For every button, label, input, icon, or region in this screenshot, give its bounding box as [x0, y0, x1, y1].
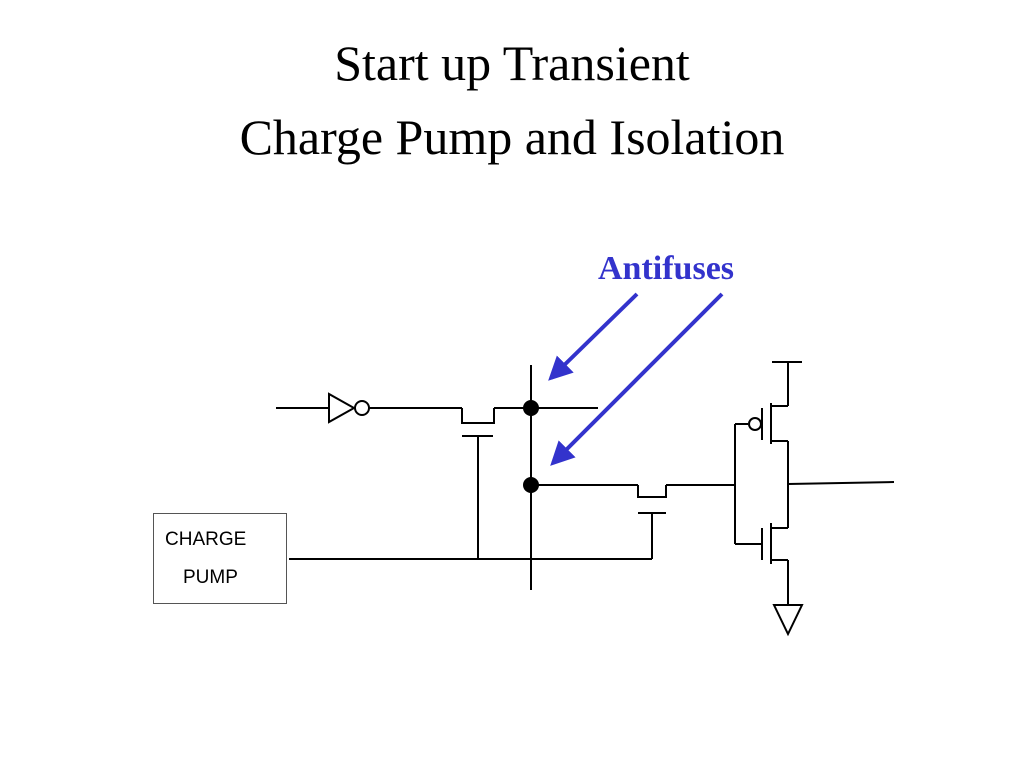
inverter-bubble	[354, 400, 370, 416]
inverter-symbol	[328, 392, 357, 424]
antifuse-arrows	[548, 292, 724, 466]
charge-pump-block: CHARGE PUMP	[153, 513, 287, 604]
charge-pump-label-line-1: CHARGE	[165, 529, 247, 550]
arrow-to-bottom-junction	[550, 292, 724, 466]
cmos-output-wire	[787, 481, 895, 485]
charge-pump-label-line-2: PUMP	[183, 567, 238, 588]
title-line-2: Charge Pump and Isolation	[239, 109, 785, 165]
antifuses-label: Antifuses	[598, 250, 735, 287]
arrow-to-top-junction	[548, 292, 639, 381]
antifuse-junction-top	[523, 400, 539, 416]
pmos-gate-bubble	[748, 417, 762, 431]
antifuse-junction-bottom	[523, 477, 539, 493]
pass-transistor-1-channel	[461, 408, 495, 424]
pass-transistor-2-channel	[637, 485, 667, 498]
ground-icon	[772, 604, 804, 637]
title-line-1: Start up Transient	[334, 35, 690, 91]
circuit-wires	[276, 361, 895, 637]
